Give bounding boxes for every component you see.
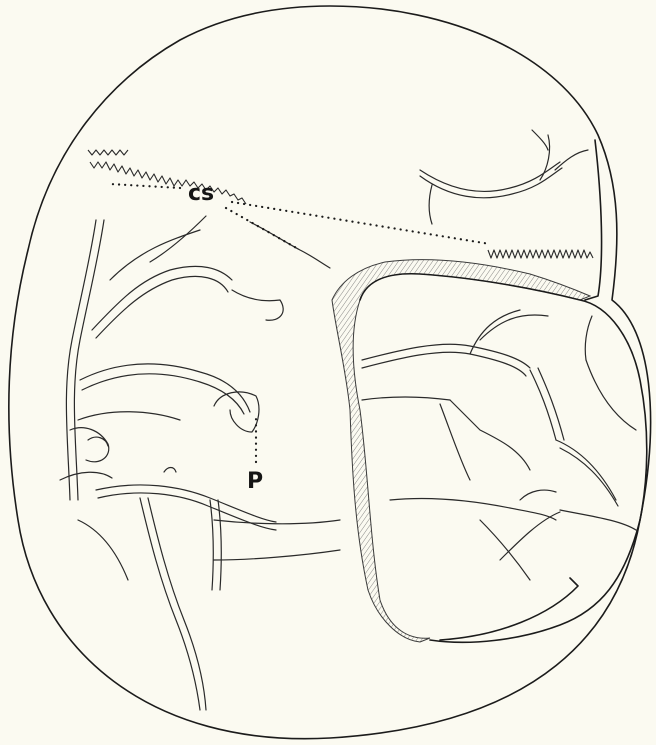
coronal-suture-left (90, 162, 246, 204)
upper-fragment-edge (585, 140, 602, 300)
inner-fragment-curve (440, 578, 578, 640)
vessels-right-lower (362, 310, 636, 580)
vessels-upper-right (420, 130, 588, 224)
inner-fragment-outline (360, 274, 647, 643)
label-cs: cs (188, 181, 214, 206)
vessels-left (60, 216, 340, 710)
skull-outline (9, 6, 651, 739)
cs-leader-right (232, 202, 490, 244)
coronal-suture-right (488, 250, 593, 258)
cs-leader-left (110, 184, 180, 188)
coronal-suture-left-upper (88, 150, 128, 155)
cs-leader-down (226, 208, 300, 250)
bone-section-shading (332, 260, 590, 642)
label-p: P (247, 469, 263, 494)
